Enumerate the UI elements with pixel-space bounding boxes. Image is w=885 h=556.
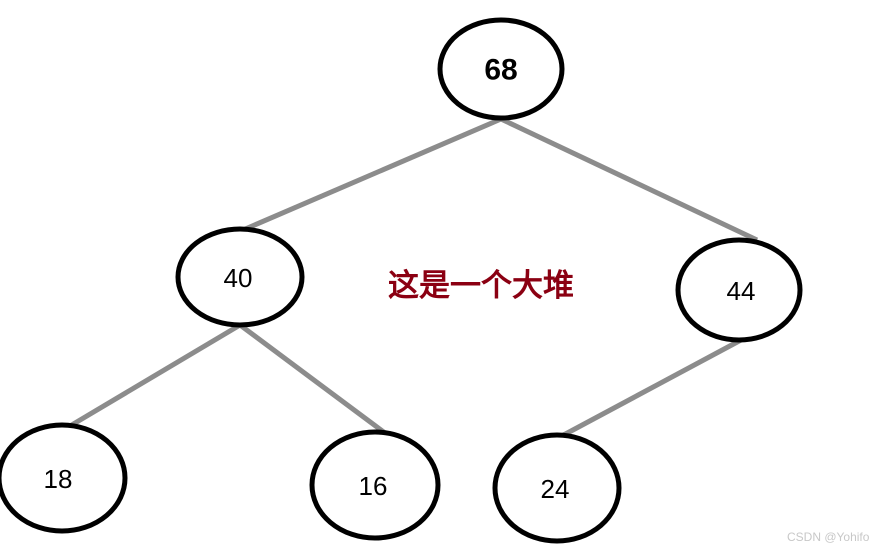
edge-40-18 — [68, 322, 242, 429]
node-shape-68 — [437, 17, 565, 121]
node-group: 68 40 44 18 16 24 — [0, 17, 803, 544]
node-label-44: 44 — [727, 276, 756, 306]
node-shape-16 — [309, 429, 441, 541]
csdn-watermark: CSDN @Yohifo — [787, 530, 870, 544]
node-shape-24 — [492, 432, 622, 544]
tree-node-68[interactable]: 68 — [437, 17, 565, 121]
edge-40-16 — [238, 322, 387, 436]
edge-68-44 — [499, 116, 759, 243]
node-shape-40 — [175, 226, 305, 328]
node-label-24: 24 — [541, 474, 570, 504]
edge-44-24 — [556, 337, 743, 441]
tree-node-24[interactable]: 24 — [492, 432, 622, 544]
node-label-68: 68 — [484, 54, 517, 87]
tree-node-18[interactable]: 18 — [0, 422, 128, 534]
node-label-16: 16 — [359, 471, 388, 501]
node-label-40: 40 — [224, 263, 253, 293]
edge-68-40 — [242, 116, 502, 233]
tree-node-44[interactable]: 44 — [675, 237, 803, 343]
edge-group — [68, 116, 759, 441]
heap-annotation-label: 这是一个大堆 — [388, 268, 574, 304]
node-shape-44 — [675, 237, 803, 343]
tree-node-40[interactable]: 40 — [175, 226, 305, 328]
node-label-18: 18 — [44, 464, 73, 494]
node-shape-18 — [0, 422, 128, 534]
tree-node-16[interactable]: 16 — [309, 429, 441, 541]
